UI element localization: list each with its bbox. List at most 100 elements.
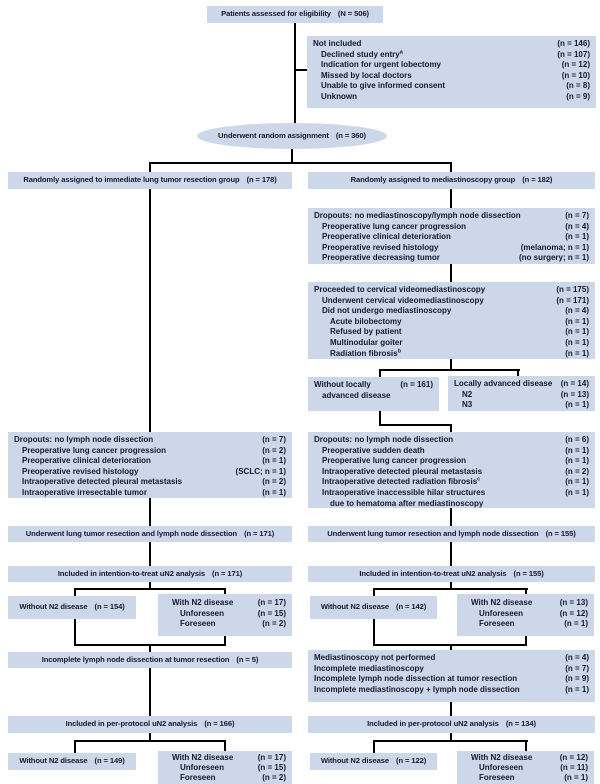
connector-line bbox=[379, 369, 381, 383]
row-count: (n = 1) bbox=[565, 232, 589, 242]
flow-row: Underwent cervical videomediastinoscopy (… bbox=[314, 296, 589, 307]
flow-row: Did not undergo mediastinoscopy(n = 4) bbox=[314, 306, 589, 317]
connector-line bbox=[525, 740, 527, 757]
row-label: Preoperative clinical deterioration bbox=[22, 456, 151, 466]
row-label: Unforeseen bbox=[479, 763, 524, 773]
row-count: (n = 10) bbox=[561, 70, 590, 80]
flow-row: With N2 disease(n = 12) bbox=[463, 753, 588, 763]
row-count: (n = 8) bbox=[566, 81, 590, 91]
row-label: Not included bbox=[313, 39, 362, 48]
row-label: Intraoperative irresectable tumor bbox=[22, 487, 147, 497]
flow-row: N3(n = 1) bbox=[454, 400, 589, 411]
left-pp-without-n2-box: Without N2 disease(n = 149) bbox=[8, 753, 136, 770]
connector-line bbox=[450, 696, 452, 722]
connector-line bbox=[379, 424, 452, 426]
flow-row: With N2 disease(n = 13) bbox=[463, 598, 588, 609]
box-count: (n = 134) bbox=[505, 719, 536, 729]
row-count: (n = 2) bbox=[262, 477, 286, 487]
row-count: (n = 15) bbox=[257, 763, 286, 773]
box-count: (n = 360) bbox=[335, 130, 366, 140]
box-count: (n = 154) bbox=[94, 602, 125, 612]
flow-row: Multinodular goiter(n = 1) bbox=[314, 338, 589, 349]
row-label: Unforeseen bbox=[479, 608, 524, 618]
row-label: Incomplete mediastinoscopy bbox=[314, 663, 424, 673]
box-label: Without N2 disease bbox=[320, 756, 390, 766]
row-label: Foreseen bbox=[180, 773, 216, 783]
row-label: With N2 disease bbox=[172, 598, 234, 607]
box-count: (n = 155) bbox=[545, 528, 576, 538]
row-label: Intraoperative inaccessible hilar struct… bbox=[322, 487, 486, 497]
row-count: (melanoma; n = 1) bbox=[520, 242, 589, 252]
row-count: (n = 2) bbox=[565, 466, 589, 476]
flow-row: Preoperative lung cancer progression(n =… bbox=[314, 222, 589, 233]
row-label: Intraoperative detected radiation fibros… bbox=[322, 477, 478, 487]
row-count: (n = 17) bbox=[257, 598, 286, 607]
left-incomplete-dissection-box: Incomplete lymph node dissection at tumo… bbox=[8, 652, 292, 668]
connector-line bbox=[74, 740, 76, 759]
flow-row: Locally advanced disease (n = 14) bbox=[454, 379, 589, 390]
row-count: (n = 1) bbox=[262, 456, 286, 466]
box-label: Randomly assigned to mediastinoscopy gro… bbox=[350, 175, 516, 185]
left-itt-without-n2-box: Without N2 disease (n = 154) bbox=[8, 596, 136, 619]
row-count: (n = 1) bbox=[565, 445, 589, 455]
row-label: Missed by local doctors bbox=[321, 70, 412, 80]
left-itt-with-n2-box: With N2 disease (n = 17) Unforeseen (n = 1… bbox=[158, 594, 292, 636]
box-label: Underwent lung tumor resection and lymph… bbox=[25, 528, 238, 538]
row-count: (n = 4) bbox=[565, 306, 589, 316]
box-label: Randomly assigned to immediate lung tumo… bbox=[23, 175, 240, 185]
box-label: Incomplete lymph node dissection at tumo… bbox=[41, 654, 230, 664]
mediastinoscopy-dropouts-box: Dropouts: no mediastinoscopy/lymph node … bbox=[308, 208, 595, 264]
row-count: (n = 9) bbox=[565, 674, 589, 684]
flow-row: Preoperative revised histology(melanoma;… bbox=[314, 243, 589, 254]
flow-row: Intraoperative detected pleural metastas… bbox=[14, 477, 286, 488]
row-count: (n = 107) bbox=[557, 49, 590, 59]
row-count: (n = 9) bbox=[566, 91, 590, 101]
box-label: Without N2 disease bbox=[19, 756, 88, 766]
flow-row: Incomplete lymph node dissection at tumo… bbox=[314, 674, 589, 685]
row-label: Indication for urgent lobectomy bbox=[321, 60, 442, 70]
row-label: Underwent cervical videomediastinoscopy bbox=[322, 295, 484, 305]
row-label: With N2 disease bbox=[471, 598, 533, 607]
row-label: Locally advanced disease bbox=[454, 379, 553, 388]
box-count: (n = 142) bbox=[396, 602, 427, 612]
not-included-box: Not included(n = 146) Declined study ent… bbox=[307, 36, 596, 108]
row-count: (n = 4) bbox=[565, 653, 589, 662]
row-label: N3 bbox=[462, 400, 473, 410]
box-count: (n = 155) bbox=[513, 568, 544, 578]
row-label: Dropouts: no lymph node dissection bbox=[314, 435, 454, 444]
row-label: Unforeseen bbox=[180, 608, 225, 618]
connector-line bbox=[74, 614, 76, 646]
flow-row: Mediastinoscopy not performed(n = 4) bbox=[314, 653, 589, 664]
row-count: (n = 15) bbox=[257, 608, 286, 618]
row-label: Incomplete lymph node dissection at tumo… bbox=[314, 674, 518, 684]
flow-row: Preoperative lung cancer progression(n =… bbox=[14, 446, 286, 457]
box-count: (n = 171) bbox=[212, 568, 243, 578]
flow-row: Intraoperative detected pleural metastas… bbox=[314, 467, 589, 478]
flow-row: Unable to give informed consent(n = 8) bbox=[313, 81, 590, 92]
flow-row: Unforeseen(n = 11) bbox=[463, 763, 588, 773]
right-itt-analysis-box: Included in intention-to-treat uN2 analy… bbox=[308, 566, 595, 582]
connector-line bbox=[74, 588, 76, 602]
flow-row: Preoperative sudden death(n = 1) bbox=[314, 446, 589, 457]
flow-row: Foreseen(n = 2) bbox=[164, 619, 286, 630]
row-label: Multinodular goiter bbox=[330, 337, 403, 347]
row-label: N2 bbox=[462, 389, 473, 399]
row-count: (n = 2) bbox=[262, 445, 286, 455]
row-count: (n = 1) bbox=[564, 773, 588, 783]
connector-line bbox=[450, 538, 452, 572]
row-count: (n = 1) bbox=[565, 316, 589, 326]
resection-dropouts-box: Dropouts: no lymph node dissection(n = 7… bbox=[8, 432, 292, 498]
row-count: (n = 1) bbox=[564, 619, 588, 629]
row-label: Radiation fibrosis bbox=[330, 348, 398, 358]
connector-line bbox=[291, 143, 293, 164]
videomediastinoscopy-box: Proceeded to cervical videomediastinosco… bbox=[308, 282, 595, 359]
row-count: (n = 14) bbox=[560, 379, 589, 388]
row-label: Preoperative lung cancer progression bbox=[322, 456, 467, 466]
connector-line bbox=[450, 424, 452, 438]
left-pp-with-n2-box: With N2 disease(n = 17) Unforeseen(n = 1… bbox=[158, 751, 292, 784]
row-count: (n = 1) bbox=[262, 487, 286, 497]
left-itt-analysis-box: Included in intention-to-treat uN2 analy… bbox=[8, 566, 292, 582]
row-count: (n = 171) bbox=[556, 295, 589, 305]
connector-line bbox=[294, 16, 296, 129]
box-label: Without N2 disease bbox=[19, 602, 88, 612]
